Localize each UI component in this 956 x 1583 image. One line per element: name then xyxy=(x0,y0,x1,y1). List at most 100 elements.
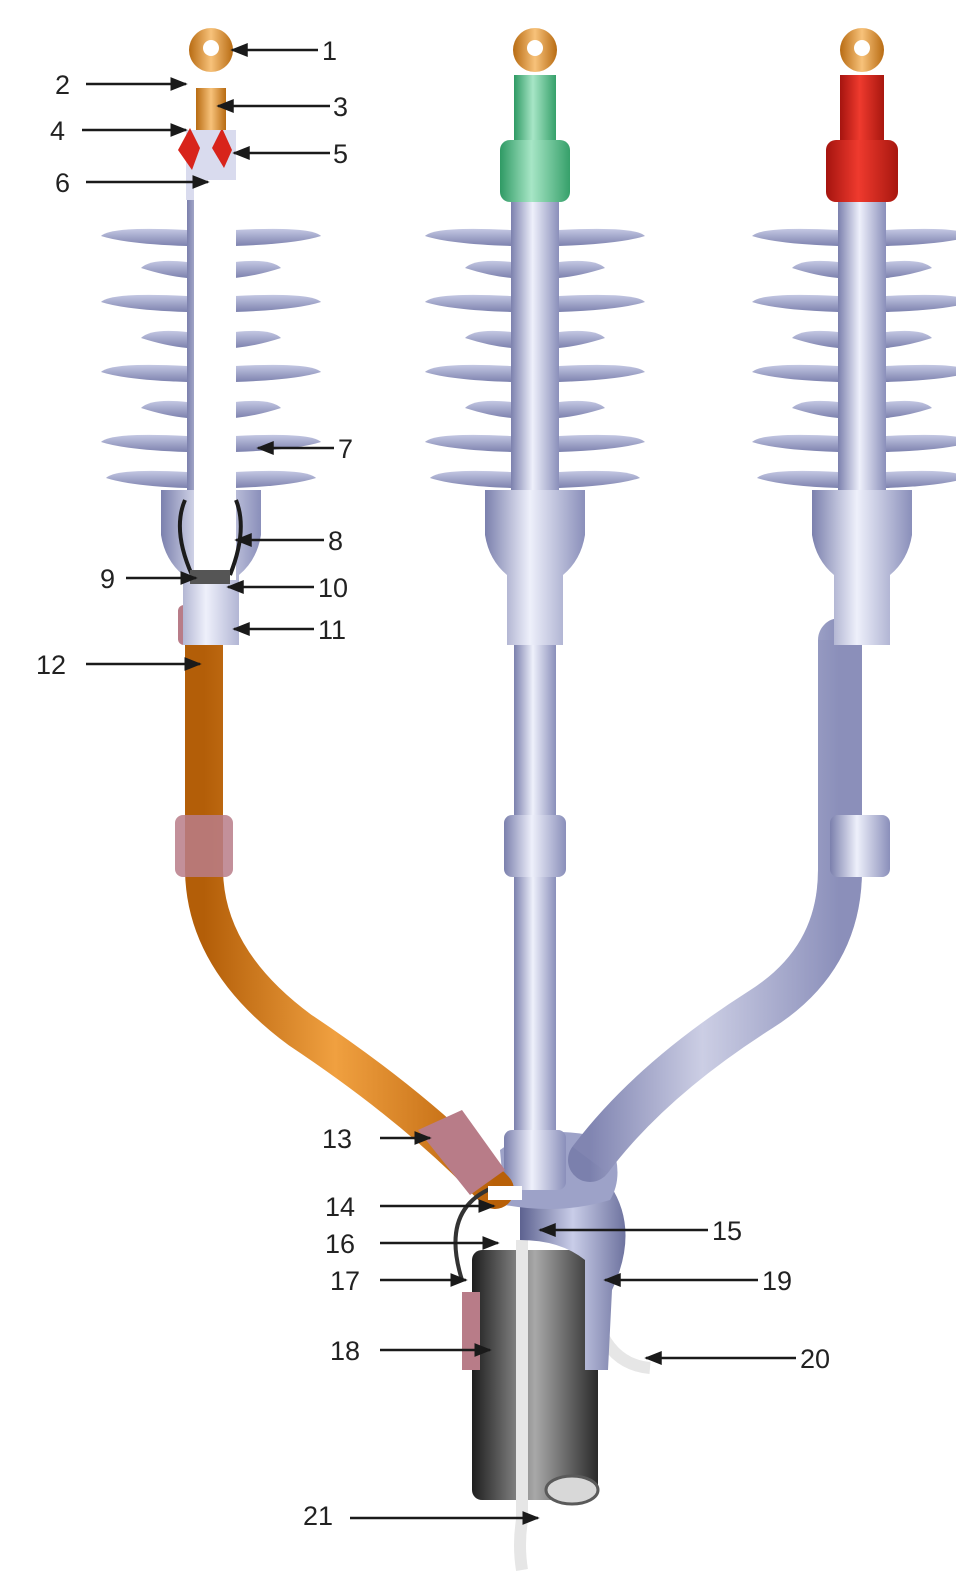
right-insulator-column xyxy=(838,200,886,500)
right-insulator-skirt xyxy=(812,490,912,645)
callout-21: 21 xyxy=(303,1503,333,1530)
middle-shed-left-4 xyxy=(465,331,511,348)
core-end-14 xyxy=(488,1186,522,1200)
lug-hole xyxy=(203,40,219,56)
middle-shed-left-2 xyxy=(465,261,511,278)
middle-shed-left-1 xyxy=(425,229,511,246)
middle-leg-tube xyxy=(514,640,556,1160)
left-leg-core xyxy=(175,595,522,1280)
callout-2: 2 xyxy=(55,72,70,99)
left-shed-left-2 xyxy=(141,261,187,278)
right-shed-left-8 xyxy=(757,471,838,488)
right-leg xyxy=(590,640,890,1160)
right-shed-left-3 xyxy=(752,295,838,312)
callout-18: 18 xyxy=(330,1338,360,1365)
middle-shed-left-7 xyxy=(425,435,511,452)
middle-leg-base-sleeve xyxy=(504,1130,566,1190)
middle-insulator-skirt xyxy=(485,490,585,645)
middle-shed-right-7 xyxy=(559,435,645,452)
middle-insulator-column xyxy=(511,200,559,500)
middle-shed-right-3 xyxy=(559,295,645,312)
left-shed-right-3 xyxy=(235,295,321,312)
middle-terminal xyxy=(500,28,570,202)
outer-jacket xyxy=(472,1250,598,1500)
left-shed-right-5 xyxy=(235,365,321,382)
red-cap-upper xyxy=(840,75,884,145)
right-shed-left-4 xyxy=(792,331,838,348)
middle-leg-sleeve xyxy=(504,815,566,877)
middle-shed-right-2 xyxy=(559,261,605,278)
right-shed-right-5 xyxy=(886,365,956,382)
left-shed-left-4 xyxy=(141,331,187,348)
left-shed-right-7 xyxy=(235,435,321,452)
right-leg-tube-shade xyxy=(590,640,840,1160)
callout-9: 9 xyxy=(100,566,115,593)
middle-shed-right-5 xyxy=(559,365,645,382)
middle-shed-left-5 xyxy=(425,365,511,382)
right-shed-left-7 xyxy=(752,435,838,452)
callout-13: 13 xyxy=(322,1126,352,1153)
middle-shed-left-6 xyxy=(465,401,511,418)
callout-8: 8 xyxy=(328,528,343,555)
left-shed-right-2 xyxy=(235,261,281,278)
right-shed-left-5 xyxy=(752,365,838,382)
inner-bore-6 xyxy=(194,180,236,580)
right-shed-right-2 xyxy=(886,261,932,278)
callout-10: 10 xyxy=(318,575,348,602)
callout-15: 15 xyxy=(712,1218,742,1245)
callout-1: 1 xyxy=(322,38,337,65)
callout-16: 16 xyxy=(325,1231,355,1258)
left-shed-left-7 xyxy=(101,435,187,452)
left-shed-left-5 xyxy=(101,365,187,382)
left-shed-left-3 xyxy=(101,295,187,312)
left-shed-left-6 xyxy=(141,401,187,418)
middle-leg xyxy=(504,640,566,1190)
right-terminal xyxy=(826,28,898,202)
right-shed-right-6 xyxy=(886,401,932,418)
right-shed-right-7 xyxy=(886,435,956,452)
middle-shed-left-3 xyxy=(425,295,511,312)
right-shed-right-4 xyxy=(886,331,932,348)
right-shed-left-2 xyxy=(792,261,838,278)
cable-jacket-group xyxy=(462,1240,650,1570)
lug-barrel-3 xyxy=(196,88,226,130)
callout-12: 12 xyxy=(36,652,66,679)
middle-shed-right-8 xyxy=(559,471,640,488)
top-terminals xyxy=(189,28,898,202)
callout-14: 14 xyxy=(325,1194,355,1221)
callout-5: 5 xyxy=(333,141,348,168)
left-shed-left-8 xyxy=(106,471,187,488)
right-leg-tube xyxy=(590,640,840,1160)
left-shed-right-1 xyxy=(235,229,321,246)
left-shed-right-6 xyxy=(235,401,281,418)
right-shed-right-8 xyxy=(886,471,956,488)
callout-6: 6 xyxy=(55,170,70,197)
callout-17: 17 xyxy=(330,1268,360,1295)
middle-shed-right-6 xyxy=(559,401,605,418)
right-shed-right-3 xyxy=(886,295,956,312)
left-terminal xyxy=(189,28,233,72)
left-shed-right-4 xyxy=(235,331,281,348)
right-shed-left-1 xyxy=(752,229,838,246)
red-cap-lower xyxy=(826,140,898,202)
callout-4: 4 xyxy=(50,118,65,145)
lug-hole xyxy=(527,40,543,56)
left-leg-sleeve xyxy=(175,815,233,877)
right-leg-sleeve xyxy=(830,815,890,877)
lug-hole xyxy=(854,40,870,56)
right-shed-right-1 xyxy=(886,229,956,246)
left-shed-right-8 xyxy=(235,471,316,488)
core-conductor-12 xyxy=(204,595,495,1190)
middle-shed-left-8 xyxy=(430,471,511,488)
right-shed-left-6 xyxy=(792,401,838,418)
jacket-end-face xyxy=(546,1476,598,1504)
middle-shed-right-4 xyxy=(559,331,605,348)
callout-7: 7 xyxy=(338,436,353,463)
green-cap-upper xyxy=(514,75,556,145)
callout-20: 20 xyxy=(800,1346,830,1373)
screen-tape xyxy=(462,1292,480,1370)
callout-19: 19 xyxy=(762,1268,792,1295)
callout-11: 11 xyxy=(318,617,346,644)
